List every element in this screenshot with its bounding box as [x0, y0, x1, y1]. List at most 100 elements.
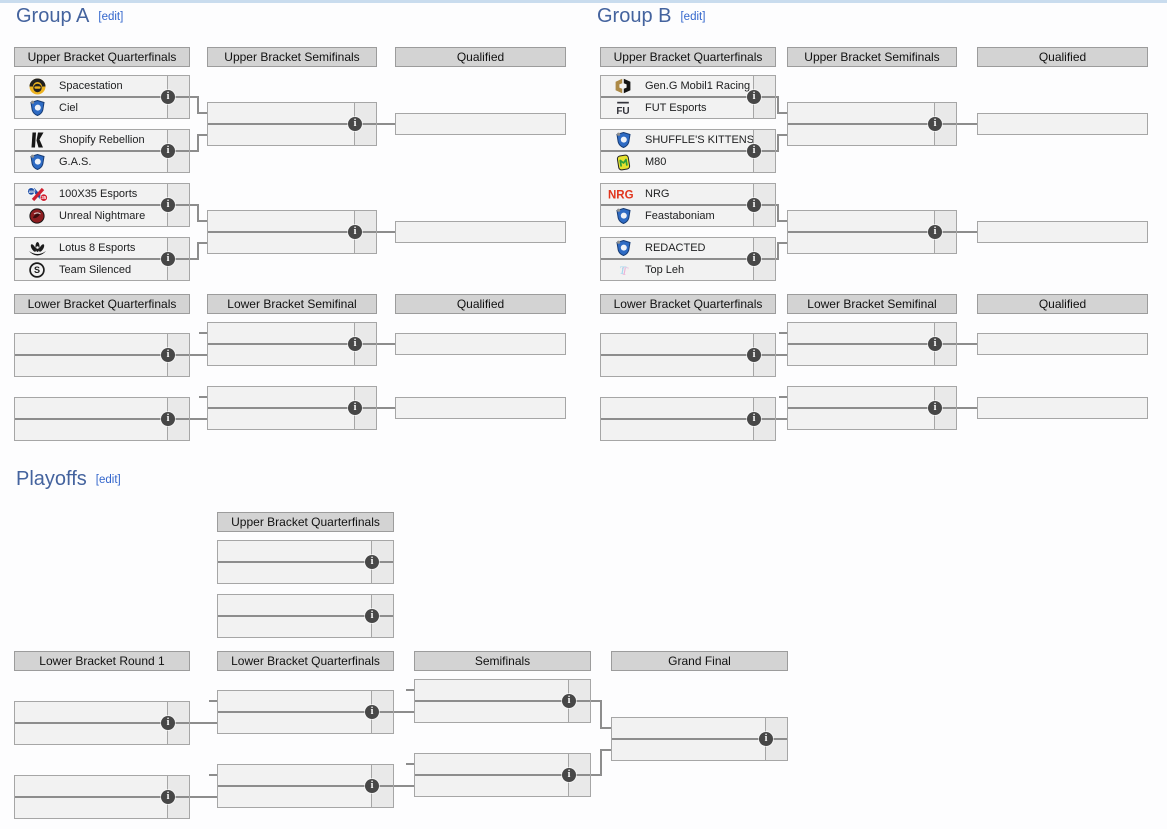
bracket-connector: [394, 785, 414, 787]
team-name: NRG: [645, 188, 670, 200]
match-box: [611, 717, 788, 761]
row-divider: [415, 774, 590, 776]
svg-text:NRG: NRG: [608, 189, 634, 200]
row-divider: [15, 150, 189, 152]
match-info-icon[interactable]: i: [928, 225, 942, 239]
team-slot[interactable]: SHUFFLE'S KITTENS: [601, 130, 753, 150]
match-info-icon[interactable]: i: [365, 609, 379, 623]
bracket-connector: [394, 711, 414, 713]
team-name: Ciel: [59, 102, 78, 114]
match-info-icon[interactable]: i: [161, 790, 175, 804]
team-slot[interactable]: Shopify Rebellion: [15, 130, 167, 150]
bracket-connector: [190, 722, 217, 724]
bracket-connector: [197, 134, 199, 152]
team-name: REDACTED: [645, 242, 706, 254]
qualified-slot: [977, 397, 1148, 419]
team-slot-empty: [415, 776, 568, 796]
bracket-connector: [190, 150, 198, 152]
match-info-icon[interactable]: i: [348, 401, 362, 415]
match-info-icon[interactable]: i: [562, 694, 576, 708]
match-info-icon[interactable]: i: [562, 768, 576, 782]
team-slot-empty: [218, 595, 371, 615]
round-header: Lower Bracket Semifinal: [787, 294, 957, 314]
match-info-icon[interactable]: i: [747, 252, 761, 266]
bracket-connector: [776, 418, 787, 420]
rocket-league-shield-icon: [20, 153, 54, 171]
team-slot[interactable]: REDACTED: [601, 238, 753, 258]
match-info-icon[interactable]: i: [747, 348, 761, 362]
match-info-icon[interactable]: i: [348, 337, 362, 351]
team-slot-empty: [218, 765, 371, 785]
team-name: Feastaboniam: [645, 210, 715, 222]
match-info-icon[interactable]: i: [348, 225, 362, 239]
bracket-connector: [198, 220, 207, 222]
match-box: [414, 679, 591, 723]
match-info-icon[interactable]: i: [928, 117, 942, 131]
team-slot[interactable]: Lotus 8 Esports: [15, 238, 167, 258]
match-info-icon[interactable]: i: [348, 117, 362, 131]
team-name: Spacestation: [59, 80, 123, 92]
team-slot[interactable]: Feastaboniam: [601, 206, 753, 226]
match-info-icon[interactable]: i: [161, 90, 175, 104]
bracket-connector: [197, 96, 199, 114]
match-info-icon[interactable]: i: [161, 252, 175, 266]
section-edit-link[interactable]: [edit]: [95, 474, 121, 486]
match-box: [14, 333, 190, 377]
team-slot[interactable]: M80: [601, 152, 753, 172]
match-info-icon[interactable]: i: [161, 348, 175, 362]
team-slot[interactable]: Unreal Nightmare: [15, 206, 167, 226]
match-info-icon[interactable]: i: [759, 732, 773, 746]
match-info-icon[interactable]: i: [928, 337, 942, 351]
round-header: Lower Bracket Quarterfinals: [217, 651, 394, 671]
bracket-connector: [198, 134, 207, 136]
section-edit-link[interactable]: [edit]: [680, 11, 706, 23]
section-title-group-b: Group B[edit]: [597, 5, 705, 28]
team-slot-empty: [788, 233, 934, 253]
team-slot-empty: [788, 323, 934, 343]
nrg-logo-icon: NRG: [606, 185, 640, 203]
qualified-slot: [977, 221, 1148, 243]
bracket-connector: [197, 204, 199, 222]
match-info-icon[interactable]: i: [161, 412, 175, 426]
match-info-icon[interactable]: i: [747, 144, 761, 158]
team-slot[interactable]: Gen.G Mobil1 Racing: [601, 76, 753, 96]
team-slot[interactable]: G.A.S.: [15, 152, 167, 172]
match-info-icon[interactable]: i: [161, 716, 175, 730]
row-divider: [208, 407, 376, 409]
row-divider: [208, 123, 376, 125]
team-slot-empty: [788, 345, 934, 365]
team-slot[interactable]: NRG NRG: [601, 184, 753, 204]
bracket-connector: [777, 204, 779, 222]
bracket-connector: [377, 343, 395, 345]
match-info-icon[interactable]: i: [747, 198, 761, 212]
row-divider: [208, 231, 376, 233]
match-info-icon[interactable]: i: [365, 705, 379, 719]
match-info-icon[interactable]: i: [365, 555, 379, 569]
match-info-icon[interactable]: i: [747, 412, 761, 426]
team-slot[interactable]: Spacestation: [15, 76, 167, 96]
qualified-slot: [395, 397, 566, 419]
section-edit-link[interactable]: [edit]: [98, 11, 124, 23]
match-info-icon[interactable]: i: [161, 144, 175, 158]
match-info-icon[interactable]: i: [365, 779, 379, 793]
bracket-connector: [600, 700, 602, 729]
round-header: Lower Bracket Round 1: [14, 651, 190, 671]
match-info-icon[interactable]: i: [747, 90, 761, 104]
match-info-icon[interactable]: i: [161, 198, 175, 212]
match-info-icon[interactable]: i: [928, 401, 942, 415]
team-name: Top Leh: [645, 264, 685, 276]
row-divider: [218, 711, 393, 713]
fut-logo-icon: FU: [606, 99, 640, 117]
team-slot-empty: [788, 409, 934, 429]
row-divider: [15, 796, 189, 798]
row-divider: [218, 615, 393, 617]
match-box: [600, 397, 776, 441]
match-box: [217, 594, 394, 638]
team-slot[interactable]: Ciel: [15, 98, 167, 118]
